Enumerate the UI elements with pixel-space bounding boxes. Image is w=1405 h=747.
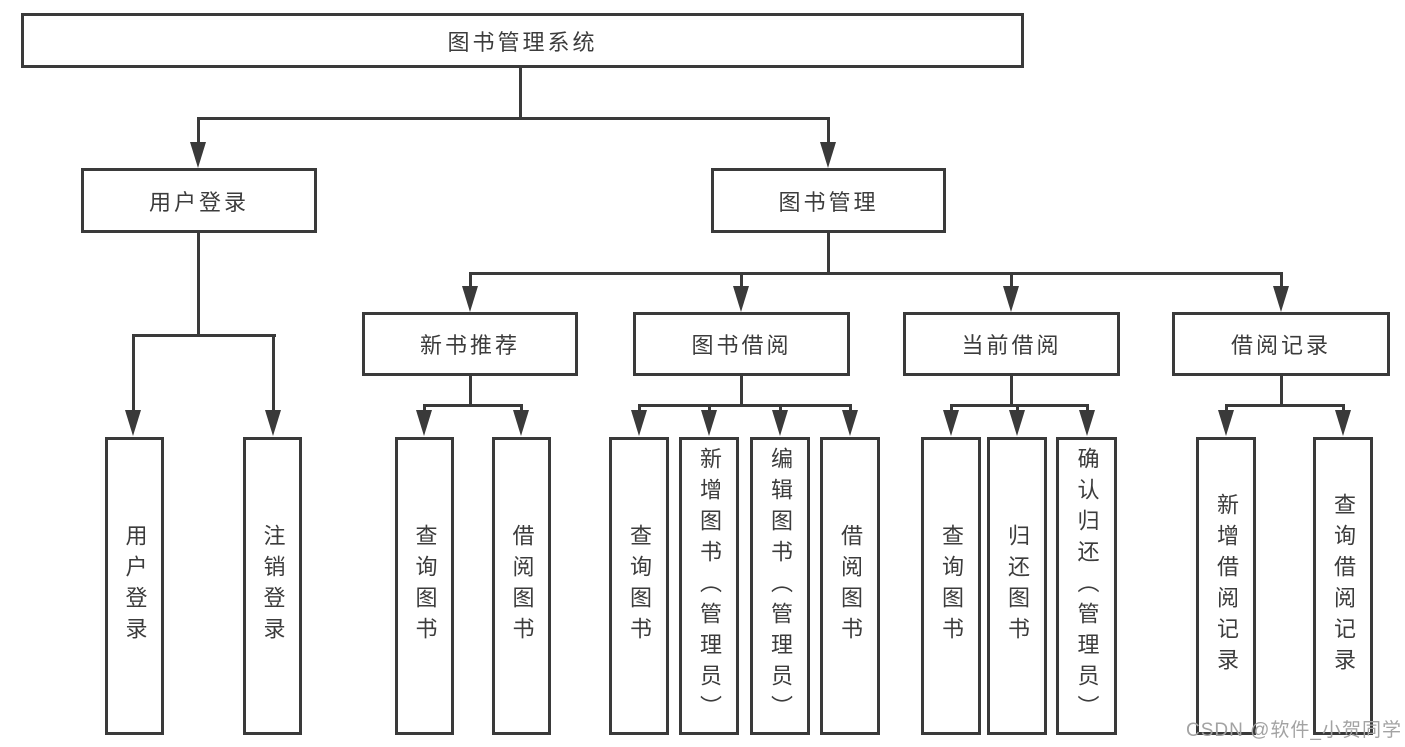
connector-rec-borrow-stub (520, 404, 523, 412)
arrowhead-borrow-record (1273, 286, 1289, 312)
connector-new-book-rec-stub (469, 272, 472, 288)
leaf-rec-query-book: 查询图书 (395, 437, 454, 735)
connector-book-mgmt-drop (827, 233, 830, 274)
leaf-cb-query-book: 查询图书 (921, 437, 981, 735)
arrowhead-br-query (1335, 410, 1351, 436)
arrowhead-leaf-login (125, 410, 141, 436)
leaf-cb-confirm-return: 确认归还（管理员） (1056, 437, 1117, 735)
node-book-mgmt: 图书管理 (711, 168, 946, 233)
connector-book-borrow-drop (740, 376, 743, 406)
arrowhead-bb-edit (772, 410, 788, 436)
node-book-borrow: 图书借阅 (633, 312, 850, 376)
leaf-user-login: 用户登录 (105, 437, 164, 735)
arrowhead-br-add (1218, 410, 1234, 436)
connector-bb-edit-stub (779, 404, 782, 412)
arrowhead-cb-query (943, 410, 959, 436)
connector-cb-confirm-stub (1086, 404, 1089, 412)
leaf-bb-edit-book: 编辑图书（管理员） (750, 437, 810, 735)
connector-level3-splitter (469, 272, 1283, 275)
connector-current-borrow-drop (1010, 376, 1013, 406)
connector-level2-splitter (197, 117, 830, 120)
leaf-cb-return-book: 归还图书 (987, 437, 1047, 735)
connector-leaf-login-stub (132, 334, 135, 410)
connector-current-borrow-stub (1010, 272, 1013, 288)
connector-br-splitter (1225, 404, 1344, 407)
arrowhead-rec-borrow (513, 410, 529, 436)
connector-bb-add-stub (708, 404, 711, 412)
leaf-bb-borrow-book: 借阅图书 (820, 437, 880, 735)
node-borrow-record: 借阅记录 (1172, 312, 1390, 376)
arrowhead-user-login (190, 142, 206, 168)
node-root: 图书管理系统 (21, 13, 1024, 68)
arrowhead-book-borrow (733, 286, 749, 312)
connector-rec-query-stub (423, 404, 426, 412)
connector-borrow-record-stub (1280, 272, 1283, 288)
connector-book-borrow-stub (740, 272, 743, 288)
leaf-rec-borrow-book: 借阅图书 (492, 437, 551, 735)
connector-book-mgmt-stub (827, 117, 830, 144)
arrowhead-cb-confirm (1079, 410, 1095, 436)
connector-root-drop (519, 68, 522, 118)
node-user-login: 用户登录 (81, 168, 317, 233)
connector-cb-return-stub (1016, 404, 1019, 412)
connector-bb-borrow-stub (849, 404, 852, 412)
arrowhead-new-book-rec (462, 286, 478, 312)
leaf-br-add-record: 新增借阅记录 (1196, 437, 1256, 735)
connector-br-query-stub (1342, 404, 1345, 412)
arrowhead-leaf-logout (265, 410, 281, 436)
connector-rec-splitter (423, 404, 523, 407)
leaf-bb-query-book: 查询图书 (609, 437, 669, 735)
arrowhead-bb-query (631, 410, 647, 436)
csdn-watermark: CSDN @软件_小贺同学 (1186, 720, 1402, 741)
arrowhead-book-mgmt (820, 142, 836, 168)
connector-leaf-logout-stub (272, 334, 275, 410)
connector-br-add-stub (1225, 404, 1228, 412)
node-new-book-rec: 新书推荐 (362, 312, 578, 376)
node-current-borrow: 当前借阅 (903, 312, 1120, 376)
connector-user-login-stub (197, 117, 200, 144)
leaf-br-query-record: 查询借阅记录 (1313, 437, 1373, 735)
connector-cb-splitter (950, 404, 1089, 407)
leaf-bb-add-book: 新增图书（管理员） (679, 437, 739, 735)
connector-bb-query-stub (638, 404, 641, 412)
connector-new-book-rec-drop (469, 376, 472, 406)
arrowhead-bb-borrow (842, 410, 858, 436)
arrowhead-bb-add (701, 410, 717, 436)
arrowhead-current-borrow (1003, 286, 1019, 312)
arrowhead-cb-return (1009, 410, 1025, 436)
connector-user-login-drop (197, 233, 200, 336)
connector-login-splitter (132, 334, 276, 337)
connector-cb-query-stub (950, 404, 953, 412)
connector-borrow-record-drop (1280, 376, 1283, 407)
connector-bb-splitter (638, 404, 851, 407)
leaf-logout: 注销登录 (243, 437, 302, 735)
arrowhead-rec-query (416, 410, 432, 436)
